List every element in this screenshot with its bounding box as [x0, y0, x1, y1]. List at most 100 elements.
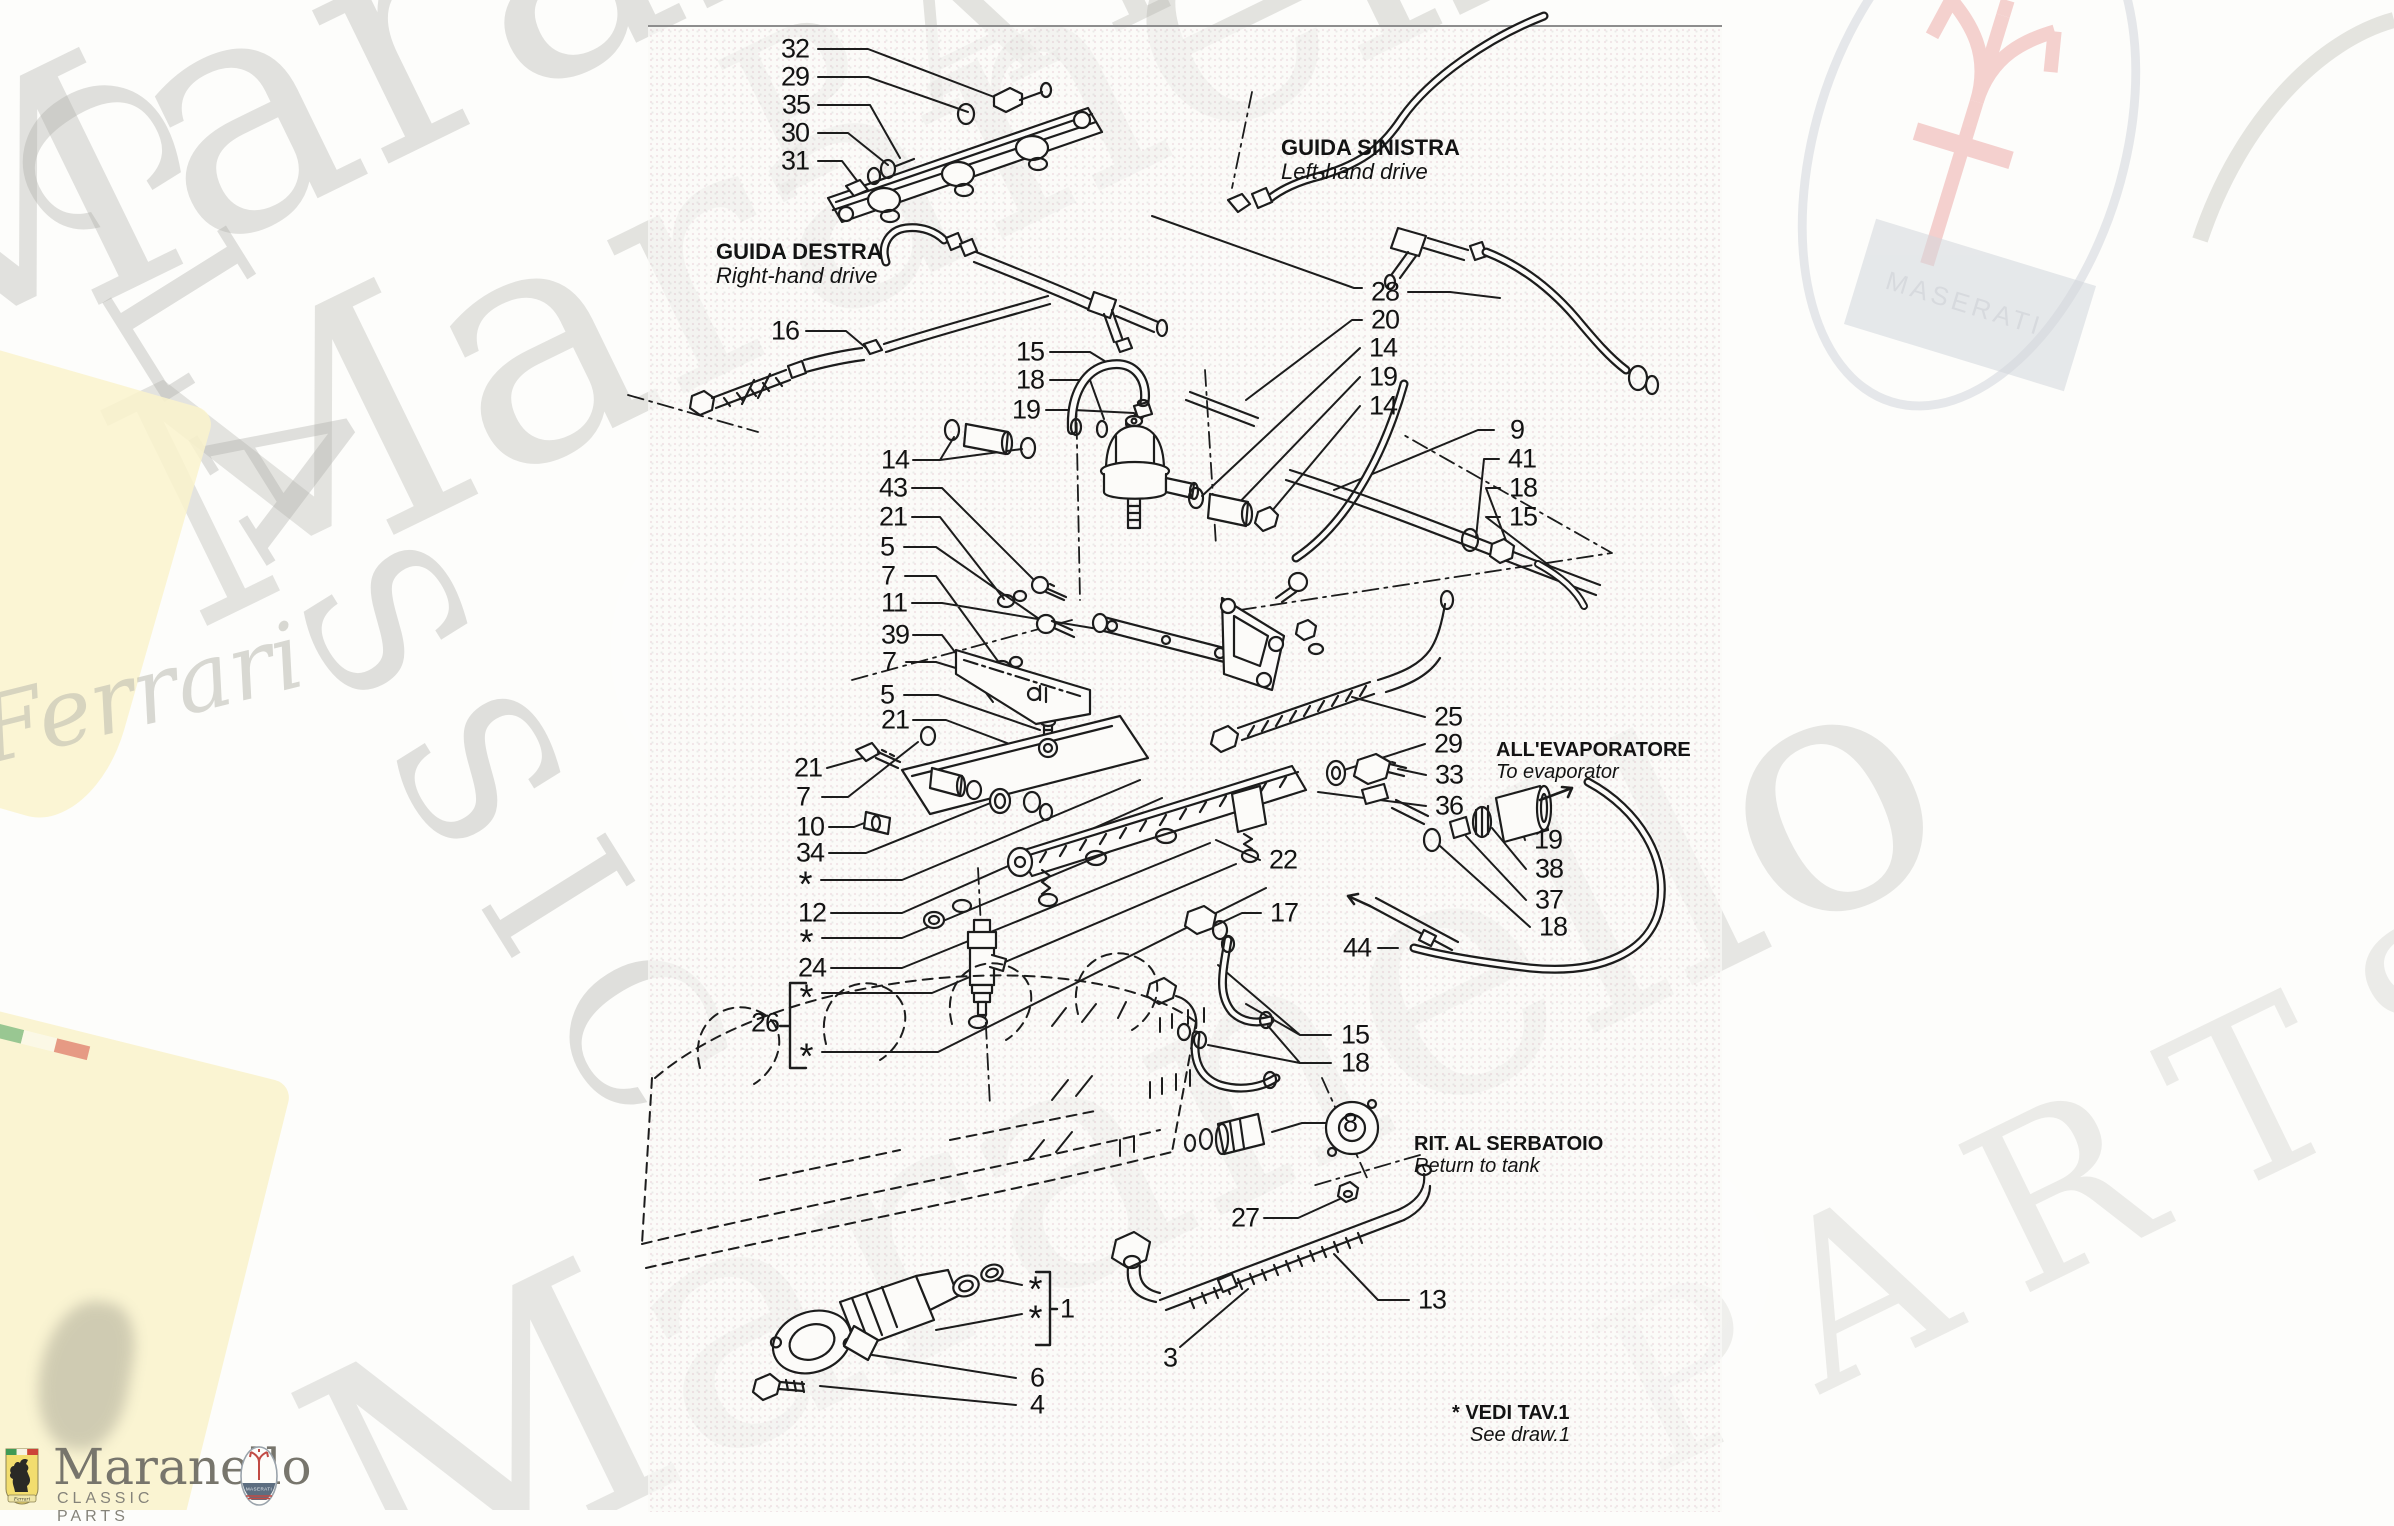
return-pipe — [1110, 1163, 1433, 1312]
callout-13: 13 — [1417, 1284, 1447, 1315]
callout-43: 43 — [878, 472, 908, 503]
callout-28: 28 — [1370, 276, 1400, 307]
caption-tank-return: RIT. AL SERBATOIO Return to tank — [1414, 1133, 1603, 1177]
caption-title: ALL'EVAPORATORE — [1496, 739, 1691, 761]
callout-6: 6 — [1029, 1362, 1045, 1393]
callout-19: 19 — [1011, 394, 1041, 425]
callout-33: 33 — [1434, 759, 1464, 790]
diagram-plate — [648, 25, 1722, 1512]
mounting-bracket-cluster — [900, 571, 1325, 816]
elbow-hose-right-drive — [879, 223, 1169, 354]
pressure-regulator — [943, 359, 1409, 563]
callout-25: 25 — [1433, 701, 1463, 732]
callout-18: 18 — [1538, 911, 1568, 942]
callout-8: 8 — [1342, 1107, 1358, 1138]
evaporator-fittings — [1325, 752, 1574, 853]
callout-21: 21 — [793, 752, 823, 783]
callout-10: 10 — [795, 811, 825, 842]
callout-26: 26 — [750, 1007, 780, 1038]
callout-34: 34 — [795, 837, 825, 868]
callout-7: 7 — [795, 781, 811, 812]
callout-11: 11 — [880, 587, 908, 618]
callout-5: 5 — [879, 679, 895, 710]
callout-star: * — [799, 1035, 813, 1077]
callout-38: 38 — [1534, 853, 1564, 884]
callout-14: 14 — [1368, 390, 1398, 421]
caption-title: GUIDA SINISTRA — [1281, 135, 1460, 160]
evaporator-hose — [1145, 777, 1666, 1093]
caption-title: GUIDA DESTRA — [716, 239, 883, 264]
hose-left-drive — [1184, 11, 1660, 428]
caption-evaporator: ALL'EVAPORATORE To evaporator — [1496, 739, 1691, 783]
small-fasteners-row — [854, 725, 1054, 836]
intake-manifold — [641, 952, 1197, 1269]
braided-hose-25 — [1209, 589, 1455, 754]
caption-right-hand-drive: GUIDA DESTRA Right-hand drive — [716, 239, 883, 289]
callout-star: * — [798, 863, 812, 905]
callout-27: 27 — [1230, 1202, 1260, 1233]
caption-subtitle: To evaporator — [1496, 761, 1619, 783]
callout-15: 15 — [1508, 501, 1538, 532]
caption-subtitle: Left-hand drive — [1281, 159, 1428, 185]
callout-44: 44 — [1342, 932, 1372, 963]
callout-3: 3 — [1162, 1342, 1178, 1373]
callout-30: 30 — [780, 117, 810, 148]
callout-5: 5 — [879, 531, 895, 562]
evaporator-pipe-9 — [1284, 468, 1602, 610]
callout-36: 36 — [1434, 790, 1464, 821]
callout-29: 29 — [780, 61, 810, 92]
callout-31: 31 — [780, 145, 810, 176]
caption-footnote: * VEDI TAV.1 See draw.1 — [1452, 1402, 1570, 1446]
caption-left-hand-drive: GUIDA SINISTRA Left-hand drive — [1281, 135, 1460, 185]
callout-7: 7 — [880, 560, 896, 591]
injector — [922, 898, 1008, 1030]
bushing-8 — [1183, 1112, 1266, 1156]
callout-17: 17 — [1269, 897, 1299, 928]
bracket-1 — [1034, 1270, 1059, 1347]
caption-subtitle: Right-hand drive — [716, 263, 878, 289]
callout-7: 7 — [881, 646, 897, 677]
throttle-flange — [1324, 1098, 1380, 1158]
callout-21: 21 — [878, 501, 908, 532]
maserati-oval-text: MASERATI — [246, 1487, 272, 1492]
callout-20: 20 — [1370, 304, 1400, 335]
maserati-oval-logo[interactable]: MASERATI — [240, 1446, 278, 1506]
callout-14: 14 — [880, 444, 910, 475]
corner-swoosh — [2192, 12, 2394, 243]
callout-32: 32 — [780, 33, 810, 64]
callout-29: 29 — [1433, 728, 1463, 759]
ferrari-shield-logo[interactable]: Ferrari — [5, 1448, 39, 1505]
maserati-trident-watermark — [1912, 0, 2062, 267]
callout-18: 18 — [1015, 364, 1045, 395]
idle-valve — [751, 1263, 1004, 1402]
callout-star: * — [1028, 1297, 1042, 1339]
footnote-see-draw: See draw.1 — [1470, 1424, 1571, 1446]
callout-24: 24 — [797, 952, 827, 983]
ferrari-shield-text: Ferrari — [13, 1497, 31, 1503]
fuel-rail-left-drive — [1006, 764, 1308, 908]
callout-star: * — [1028, 1268, 1042, 1310]
callout-15: 15 — [1015, 336, 1045, 367]
brand-subtitle: CLASSIC PARTS — [57, 1490, 154, 1525]
manifold-hatching — [1027, 1001, 1205, 1161]
callout-21: 21 — [880, 704, 910, 735]
hose-16 — [688, 294, 1052, 417]
callout-12: 12 — [797, 897, 827, 928]
callout-41: 41 — [1507, 443, 1537, 474]
caption-title: RIT. AL SERBATOIO — [1414, 1133, 1604, 1155]
callout-18: 18 — [1340, 1047, 1370, 1078]
callout-18: 18 — [1508, 472, 1538, 503]
callout-16: 16 — [770, 315, 800, 346]
callout-14: 14 — [1368, 332, 1398, 363]
callout-4: 4 — [1029, 1389, 1045, 1420]
bracket-26 — [778, 981, 808, 1070]
callout-star: * — [799, 921, 813, 963]
callout-22: 22 — [1268, 844, 1298, 875]
callout-1: 1 — [1059, 1293, 1075, 1324]
callout-19: 19 — [1533, 824, 1563, 855]
callout-15: 15 — [1340, 1019, 1370, 1050]
callout-9: 9 — [1509, 414, 1525, 445]
